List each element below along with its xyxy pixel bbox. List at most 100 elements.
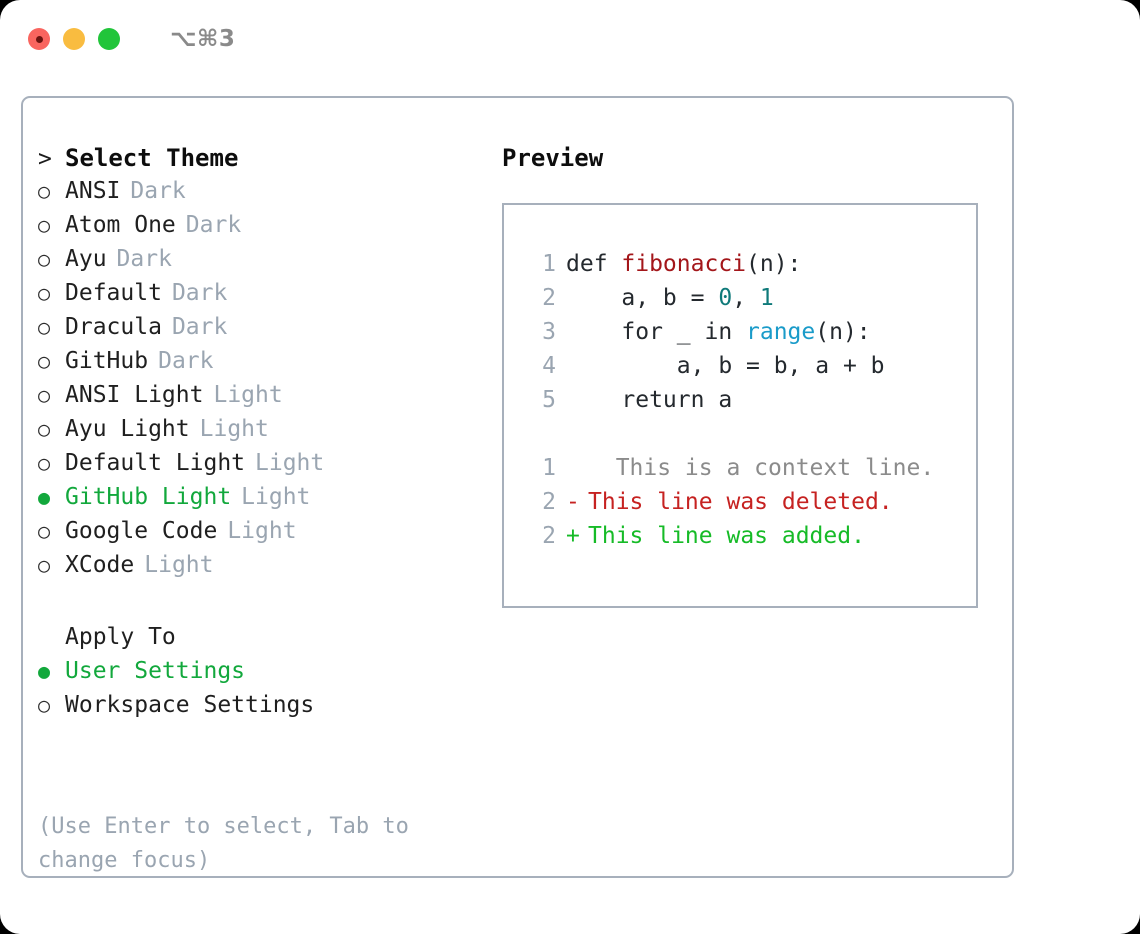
diff-text: This line was added. bbox=[588, 523, 865, 549]
radio-selected-icon[interactable]: ● bbox=[38, 485, 51, 509]
code-token: (n): bbox=[815, 319, 871, 345]
theme-name: Atom One bbox=[65, 212, 176, 238]
theme-name: Default bbox=[65, 280, 162, 306]
line-number: 2 bbox=[542, 489, 556, 515]
minimize-button[interactable] bbox=[63, 28, 85, 50]
diff-line-deleted: 2 - This line was deleted. bbox=[522, 489, 976, 523]
theme-name: GitHub bbox=[65, 348, 149, 374]
theme-variant: Dark bbox=[171, 314, 228, 340]
code-line: 1 def fibonacci (n): bbox=[522, 251, 976, 285]
apply-to-item[interactable]: ○ Workspace Settings bbox=[38, 692, 498, 726]
theme-list-item[interactable]: ○ Atom One Dark bbox=[38, 212, 498, 246]
line-number: 4 bbox=[542, 353, 556, 379]
apply-to-heading-label: Apply To bbox=[65, 624, 176, 650]
theme-variant: Dark bbox=[158, 348, 214, 374]
theme-variant: Light bbox=[227, 518, 297, 544]
radio-unselected-icon[interactable]: ○ bbox=[38, 383, 51, 407]
theme-variant: Light bbox=[199, 416, 269, 442]
diff-marker-minus: - bbox=[566, 489, 580, 515]
code-blank-line bbox=[522, 421, 976, 455]
line-number: 1 bbox=[542, 455, 556, 481]
code-token: a, b = bbox=[566, 285, 719, 311]
diff-text: This line was deleted. bbox=[588, 489, 893, 515]
theme-list-item[interactable]: ○ Default Dark bbox=[38, 280, 498, 314]
line-number: 1 bbox=[542, 251, 556, 277]
radio-unselected-icon[interactable]: ○ bbox=[38, 417, 51, 441]
theme-list-item[interactable]: ○ Ayu Light Light bbox=[38, 416, 498, 450]
select-theme-heading: > Select Theme bbox=[38, 144, 498, 178]
preview-title: Preview bbox=[502, 144, 604, 172]
theme-list-item[interactable]: ○ Default Light Light bbox=[38, 450, 498, 484]
radio-unselected-icon[interactable]: ○ bbox=[38, 519, 51, 543]
theme-list-item[interactable]: ○ ANSI Light Light bbox=[38, 382, 498, 416]
theme-variant: Light bbox=[241, 484, 311, 510]
radio-unselected-icon[interactable]: ○ bbox=[38, 179, 51, 203]
code-token-function: fibonacci bbox=[621, 251, 747, 277]
code-token-number: 0 bbox=[718, 285, 733, 311]
theme-name: GitHub Light bbox=[65, 484, 232, 510]
theme-list-item[interactable]: ○ Dracula Dark bbox=[38, 314, 498, 348]
line-number: 2 bbox=[542, 285, 556, 311]
line-number: 5 bbox=[542, 387, 556, 413]
theme-list-item[interactable]: ○ Google Code Light bbox=[38, 518, 498, 552]
apply-to-item-selected[interactable]: ● User Settings bbox=[38, 658, 498, 692]
apply-to-label: Workspace Settings bbox=[65, 692, 315, 718]
code-token: (n): bbox=[746, 251, 802, 277]
theme-list-item[interactable]: ○ XCode Light bbox=[38, 552, 498, 586]
theme-list-item[interactable]: ○ GitHub Dark bbox=[38, 348, 498, 382]
theme-name: Ayu Light bbox=[65, 416, 190, 442]
code-line: 5 return a bbox=[522, 387, 976, 421]
theme-name: Google Code bbox=[65, 518, 218, 544]
window-controls bbox=[28, 28, 120, 50]
radio-unselected-icon[interactable]: ○ bbox=[38, 281, 51, 305]
code-token: def bbox=[566, 251, 622, 277]
keyboard-hint-text: (Use Enter to select, Tab to change focu… bbox=[38, 814, 423, 873]
title-bar: ⌥⌘3 bbox=[0, 0, 1140, 78]
code-line: 4 a, b = b, a + b bbox=[522, 353, 976, 387]
theme-name: Dracula bbox=[65, 314, 162, 340]
code-token: , bbox=[732, 285, 760, 311]
apply-to-heading: Apply To bbox=[38, 624, 498, 658]
theme-list-item[interactable]: ○ ANSI Dark bbox=[38, 178, 498, 212]
line-number: 3 bbox=[542, 319, 556, 345]
radio-selected-icon[interactable]: ● bbox=[38, 659, 51, 683]
theme-variant: Light bbox=[255, 450, 325, 476]
theme-name: Ayu bbox=[65, 246, 107, 272]
theme-variant: Light bbox=[213, 382, 283, 408]
theme-list-panel: > Select Theme ○ ANSI Dark ○ Atom One Da… bbox=[38, 144, 498, 726]
preview-box: 1 def fibonacci (n): 2 a, b = 0 , 1 3 bbox=[502, 203, 978, 608]
caret-icon: > bbox=[38, 146, 52, 172]
select-theme-heading-label: Select Theme bbox=[65, 144, 239, 172]
section-spacer bbox=[38, 586, 498, 624]
code-token: return a bbox=[566, 387, 733, 413]
code-token: a, b = b, a + b bbox=[566, 353, 885, 379]
preview-panel: Preview 1 def fibonacci (n): 2 a, b = 0 … bbox=[502, 144, 1002, 608]
radio-unselected-icon[interactable]: ○ bbox=[38, 247, 51, 271]
diff-text: This is a context line. bbox=[588, 455, 935, 481]
theme-picker-dialog: > Select Theme ○ ANSI Dark ○ Atom One Da… bbox=[21, 96, 1014, 878]
radio-unselected-icon[interactable]: ○ bbox=[38, 213, 51, 237]
radio-unselected-icon[interactable]: ○ bbox=[38, 451, 51, 475]
theme-variant: Dark bbox=[116, 246, 172, 272]
theme-name: XCode bbox=[65, 552, 135, 578]
apply-to-label: User Settings bbox=[65, 658, 246, 684]
radio-unselected-icon[interactable]: ○ bbox=[38, 693, 51, 717]
close-button[interactable] bbox=[28, 28, 50, 50]
apply-to-marker bbox=[38, 624, 65, 650]
radio-unselected-icon[interactable]: ○ bbox=[38, 349, 51, 373]
code-line: 2 a, b = 0 , 1 bbox=[522, 285, 976, 319]
diff-marker bbox=[566, 455, 588, 481]
theme-list-item-selected[interactable]: ● GitHub Light Light bbox=[38, 484, 498, 518]
theme-name: ANSI bbox=[65, 178, 121, 204]
theme-name: Default Light bbox=[65, 450, 246, 476]
theme-list-item[interactable]: ○ Ayu Dark bbox=[38, 246, 498, 280]
line-number: 2 bbox=[542, 523, 556, 549]
theme-variant: Light bbox=[144, 552, 214, 578]
code-token-number: 1 bbox=[759, 285, 774, 311]
radio-unselected-icon[interactable]: ○ bbox=[38, 553, 51, 577]
radio-unselected-icon[interactable]: ○ bbox=[38, 315, 51, 339]
maximize-button[interactable] bbox=[98, 28, 120, 50]
diff-line-context: 1 This is a context line. bbox=[522, 455, 976, 489]
theme-name: ANSI Light bbox=[65, 382, 204, 408]
code-token: for _ in bbox=[566, 319, 747, 345]
